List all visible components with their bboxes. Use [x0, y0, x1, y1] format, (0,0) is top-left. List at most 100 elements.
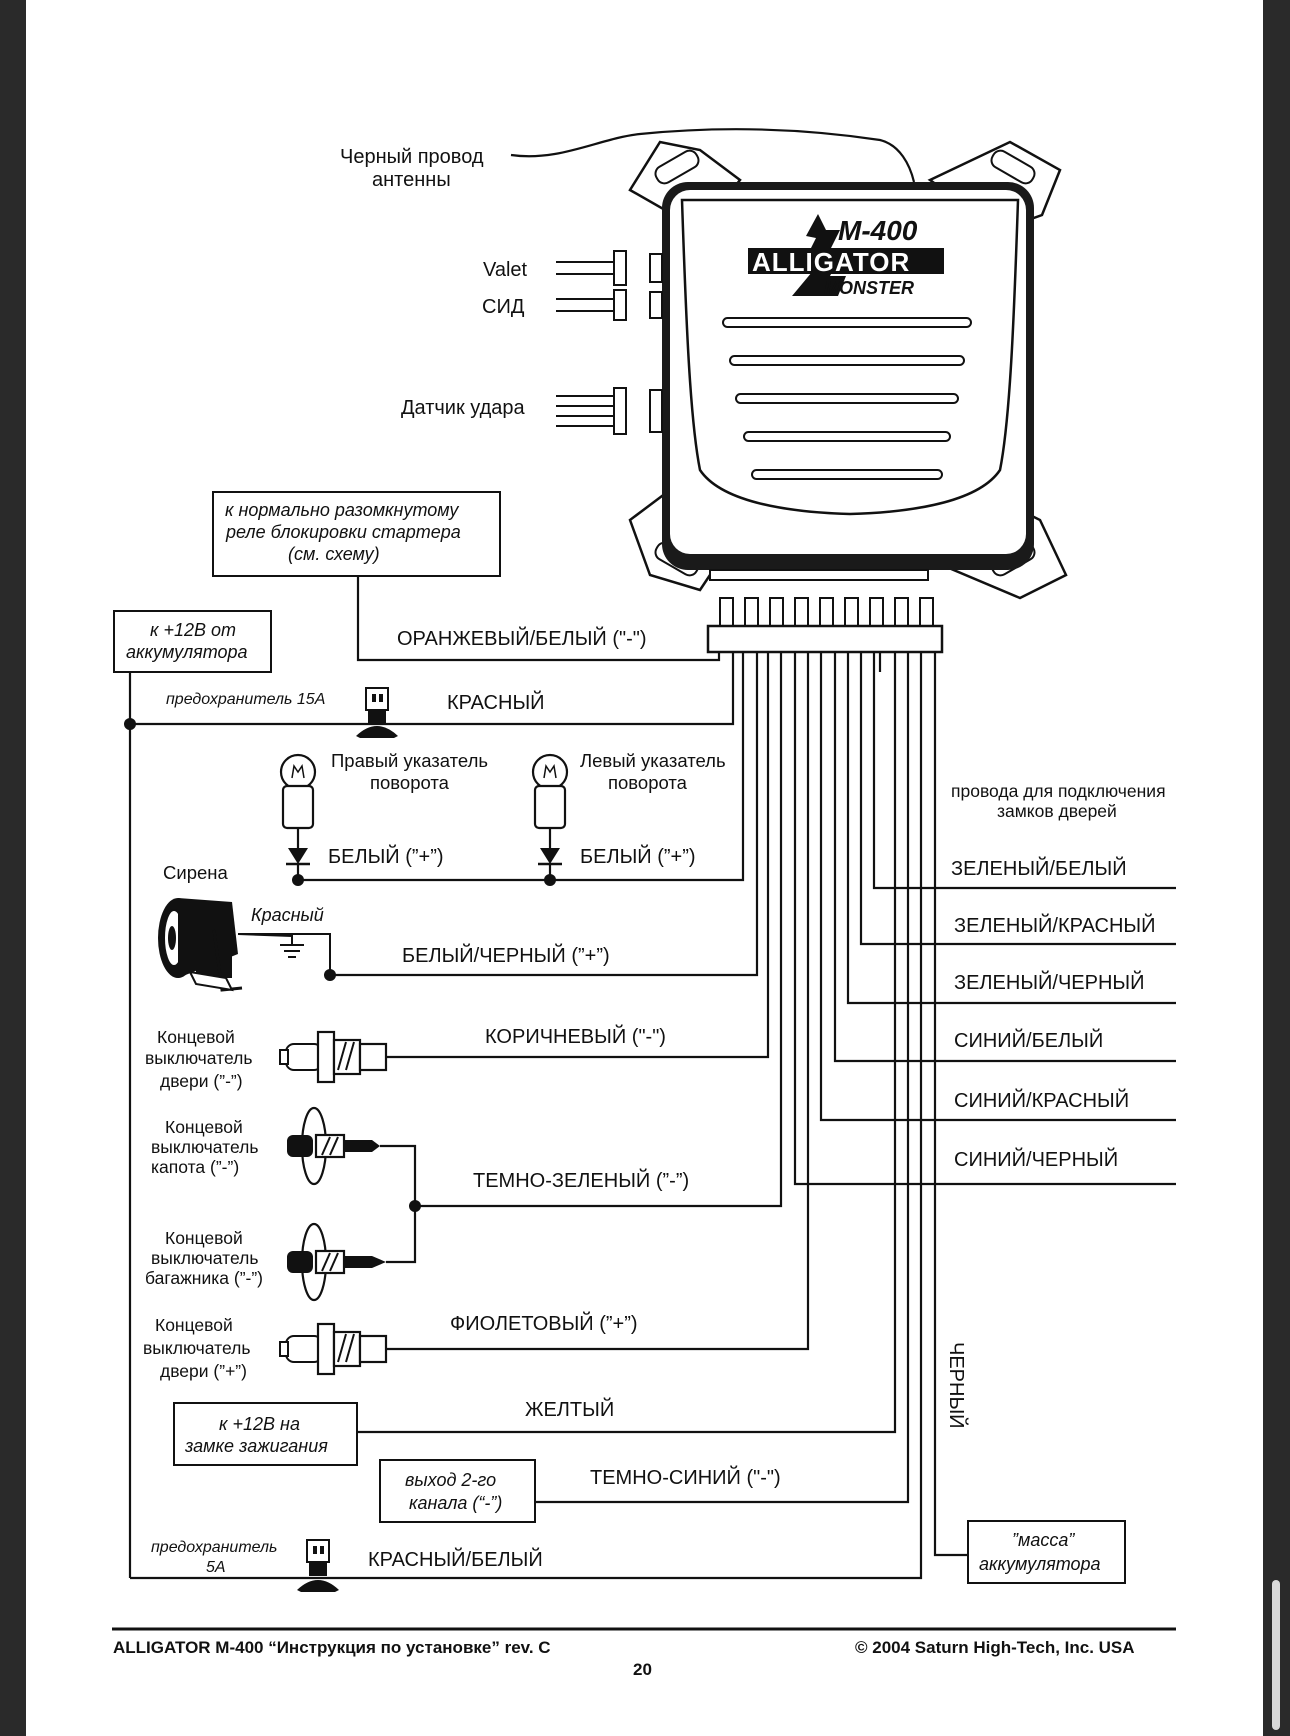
wire-brown-label: КОРИЧНЕВЫЙ ("-"): [485, 1024, 666, 1048]
right-turn-label-2: поворота: [370, 772, 450, 793]
right-turn-label-1: Правый указатель: [331, 750, 488, 771]
wire-brown: [385, 652, 770, 1059]
wire-white-right-label: БЕЛЫЙ (”+”): [328, 844, 444, 868]
fuse-15a: [356, 687, 398, 738]
valet-connector: [556, 250, 663, 286]
left-turn-label-2: поворота: [608, 772, 688, 793]
trunk-switch: [287, 1222, 386, 1302]
wire-dark-green-label: ТЕМНО-ЗЕЛЕНЫЙ (”-”): [473, 1168, 689, 1192]
wire-dark-blue: [535, 652, 910, 1504]
wire-yellow-label: ЖЕЛТЫЙ: [525, 1397, 614, 1421]
logo: M-400 ALLIGATOR MONSTER: [748, 214, 944, 298]
wire-blue-white: [833, 652, 1176, 1063]
right-turn-lamp: [279, 753, 317, 886]
wire-white-left-label: БЕЛЫЙ (”+”): [580, 844, 696, 868]
antenna-wire: [510, 128, 916, 183]
trunk-switch-label-1: Концевой: [165, 1228, 243, 1248]
valet-label: Valet: [483, 259, 528, 281]
starter-note-2: реле блокировки стартера: [225, 522, 461, 542]
logo-brand: ALLIGATOR: [752, 247, 910, 277]
siren-label: Сирена: [163, 862, 228, 883]
ground-note-1: ”масса”: [1012, 1530, 1075, 1550]
fuse15-label: предохранитель 15А: [166, 691, 325, 708]
antenna-label-1: Черный провод: [340, 146, 484, 168]
left-turn-lamp: [531, 753, 569, 886]
ignition-note-box: [173, 1402, 358, 1466]
page-number: 20: [633, 1660, 652, 1679]
door-switch-pos-label-2: выключатель: [143, 1338, 250, 1358]
hood-switch: [287, 1106, 421, 1264]
ch2-note-2: канала (“-”): [409, 1493, 502, 1513]
wire-white: [298, 652, 745, 882]
door-switch-neg-label-3: двери (”-”): [160, 1071, 243, 1091]
wire-red-label: КРАСНЫЙ: [447, 690, 545, 714]
door-switch-neg-label-1: Концевой: [157, 1027, 235, 1047]
wire-orange-label: ОРАНЖЕВЫЙ/БЕЛЫЙ ("-"): [397, 626, 647, 650]
hood-switch-label-2: выключатель: [151, 1137, 258, 1157]
starter-note-box: [212, 491, 501, 577]
fuse5-label-2: 5А: [206, 1559, 226, 1576]
battery-note-2: аккумулятора: [126, 642, 248, 662]
wire-white-black: [330, 652, 759, 977]
wire-red-white-label: КРАСНЫЙ/БЕЛЫЙ: [368, 1547, 543, 1571]
led-label: СИД: [482, 296, 525, 318]
wire-blue-red: [819, 652, 1176, 1122]
wire-dark-green: [415, 652, 783, 1208]
door-lock-wire-6: СИНИЙ/ЧЕРНЫЙ: [954, 1147, 1118, 1171]
wire-violet-label: ФИОЛЕТОВЫЙ (”+”): [450, 1311, 638, 1335]
wire-black-label: ЧЕРНЫЙ: [945, 1342, 969, 1429]
door-lock-header-1: провода для подключения: [951, 781, 1166, 801]
wire-white-black-label: БЕЛЫЙ/ЧЕРНЫЙ (”+”): [402, 943, 610, 967]
door-switch-neg-label-2: выключатель: [145, 1048, 252, 1068]
footer-left: ALLIGATOR M-400 “Инструкция по установке…: [113, 1638, 551, 1657]
wire-yellow: [357, 652, 897, 1434]
wire-red-white: [130, 652, 923, 1580]
left-turn-label-1: Левый указатель: [580, 750, 726, 771]
wire-green-red: [859, 652, 1176, 946]
led-connector: [556, 289, 663, 321]
ground-note-box: [967, 1520, 1126, 1584]
wire-orange-white: [356, 576, 721, 662]
shock-sensor-connector: [556, 387, 663, 435]
door-switch-pos-label-3: двери (”+”): [160, 1361, 247, 1381]
door-lock-header-2: замков дверей: [997, 801, 1117, 821]
door-switch-negative: [279, 1030, 388, 1084]
door-lock-wire-3: ЗЕЛЕНЫЙ/ЧЕРНЫЙ: [954, 970, 1145, 994]
ground-note-2: аккумулятора: [979, 1554, 1101, 1574]
vertical-scrollbar[interactable]: [1272, 1580, 1280, 1730]
starter-note-3: (см. схему): [288, 544, 380, 564]
siren: [158, 898, 336, 992]
siren-red-label: Красный: [251, 905, 324, 925]
door-lock-wire-4: СИНИЙ/БЕЛЫЙ: [954, 1028, 1103, 1052]
door-lock-wire-1: ЗЕЛЕНЫЙ/БЕЛЫЙ: [951, 856, 1127, 880]
alarm-unit: M-400 ALLIGATOR MONSTER: [628, 140, 1068, 600]
door-lock-wire-2: ЗЕЛЕНЫЙ/КРАСНЫЙ: [954, 913, 1155, 937]
ignition-note-2: замке зажигания: [184, 1436, 328, 1456]
wire-dark-blue-label: ТЕМНО-СИНИЙ ("-"): [590, 1465, 781, 1489]
battery-note-box: [113, 610, 272, 673]
wiring-diagram: Черный провод антенны M-400 ALLIGATOR MO…: [112, 128, 1176, 1679]
manual-page: Черный провод антенны M-400 ALLIGATOR MO…: [26, 0, 1263, 1736]
starter-note-1: к нормально разомкнутому: [225, 500, 459, 520]
door-switch-pos-label-1: Концевой: [155, 1315, 233, 1335]
wire-violet: [385, 652, 810, 1351]
main-harness-connector: [706, 597, 944, 654]
junction-dot: [124, 718, 136, 730]
ch2-note-box: [379, 1459, 536, 1523]
ignition-note-1: к +12В на: [219, 1414, 300, 1434]
wire-red: [130, 652, 735, 726]
door-lock-wire-5: СИНИЙ/КРАСНЫЙ: [954, 1088, 1129, 1112]
door-switch-positive: [279, 1322, 388, 1376]
trunk-switch-label-2: выключатель: [151, 1248, 258, 1268]
wire-black: [933, 652, 968, 1557]
footer-right: © 2004 Saturn High-Tech, Inc. USA: [855, 1638, 1135, 1657]
wire-green-black: [846, 652, 1176, 1005]
fuse-5a: [297, 1539, 339, 1592]
battery-note-1: к +12В от: [150, 620, 236, 640]
shock-sensor-label: Датчик удара: [401, 397, 526, 419]
logo-model: M-400: [838, 215, 918, 246]
fuse5-label-1: предохранитель: [151, 1539, 277, 1556]
hood-switch-label-1: Концевой: [165, 1117, 243, 1137]
antenna-label-2: антенны: [372, 169, 451, 191]
trunk-switch-label-3: багажника (”-”): [145, 1268, 263, 1288]
